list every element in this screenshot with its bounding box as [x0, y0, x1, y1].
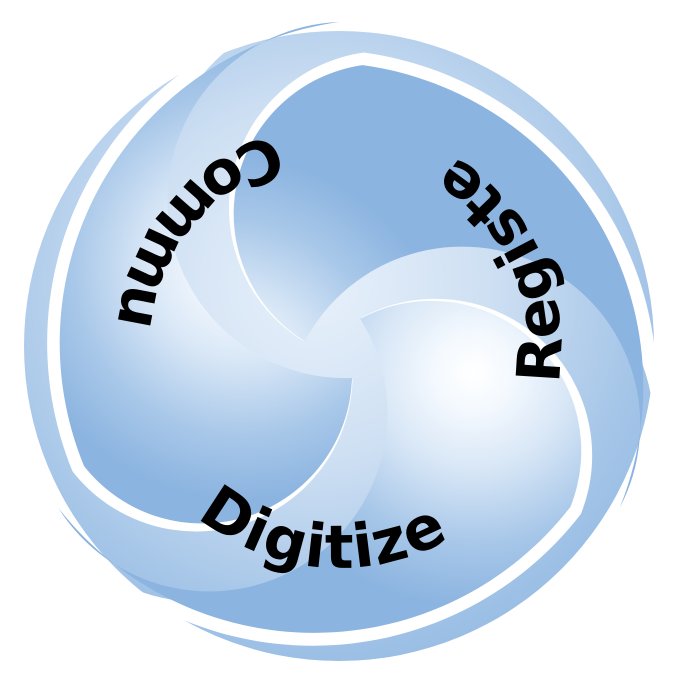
diagram-root: Communicate Register Digitize	[0, 0, 690, 683]
triskelion-diagram: Communicate Register Digitize	[0, 0, 690, 683]
